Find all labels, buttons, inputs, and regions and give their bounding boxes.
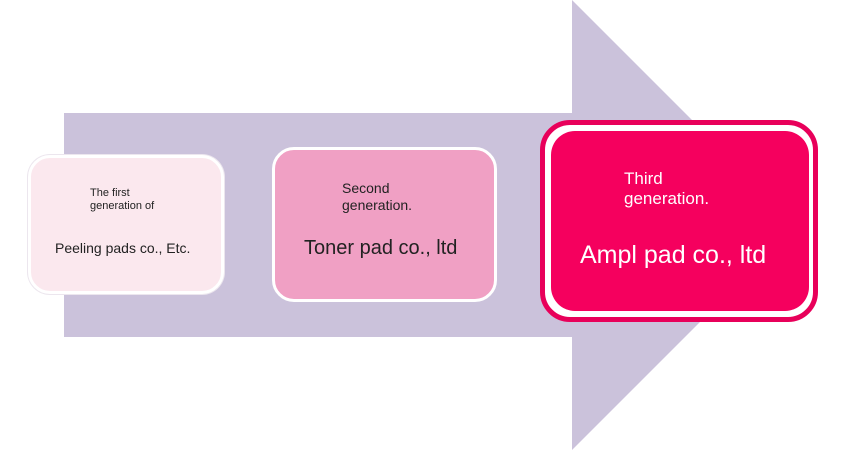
stage-2-title: Toner pad co., ltd xyxy=(304,237,458,259)
stage-2-box xyxy=(272,147,497,302)
stage-3-subtitle: Third generation. xyxy=(624,169,710,209)
stage-1-subtitle: The first generation of xyxy=(90,187,155,213)
stage-1-box xyxy=(28,155,224,294)
stage-2-subtitle: Second generation. xyxy=(342,180,413,213)
stage-3-title: Ampl pad co., ltd xyxy=(580,241,767,269)
stage-1-title: Peeling pads co., Etc. xyxy=(55,240,191,256)
stage-3-box xyxy=(551,131,809,311)
